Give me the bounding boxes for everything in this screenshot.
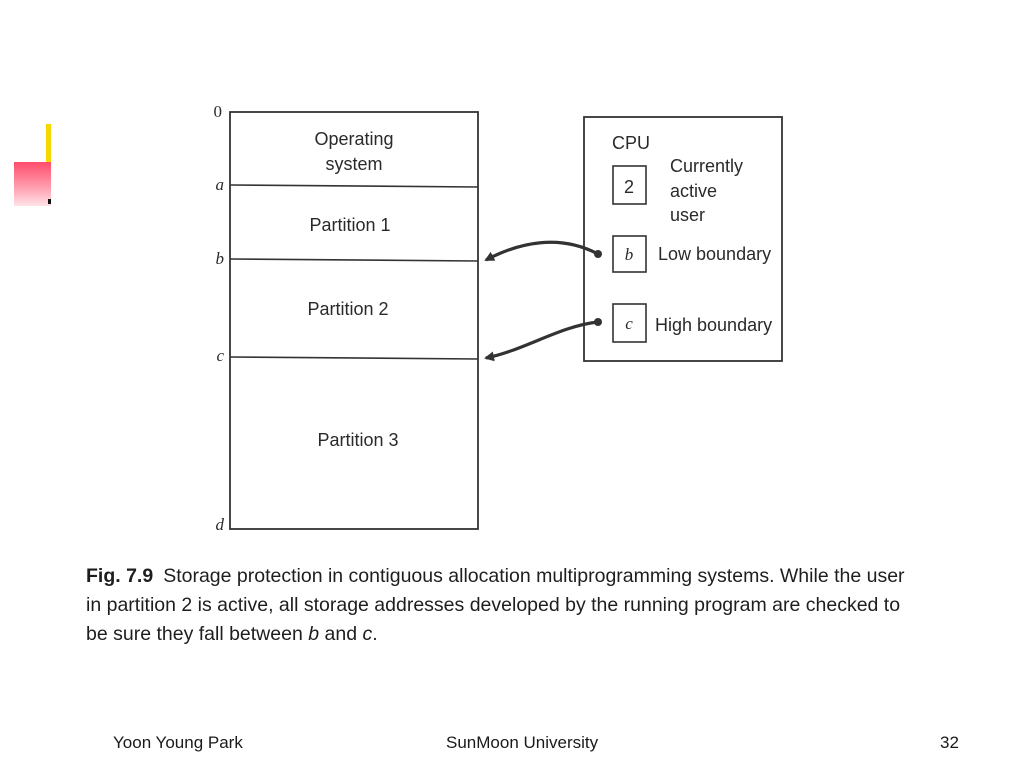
active-user-register bbox=[612, 165, 647, 205]
caption-text: Storage protection in contiguous allocat… bbox=[86, 565, 905, 645]
region-partition-3-label: Partition 3 bbox=[317, 430, 398, 450]
active-user-register-value: 2 bbox=[624, 177, 634, 197]
figure-number: Fig. 7.9 bbox=[86, 565, 154, 587]
boundary-arrows bbox=[484, 240, 602, 362]
cpu-panel: CPU 2 Currently active user b Low bounda… bbox=[583, 116, 783, 362]
active-user-label-line2: active bbox=[670, 181, 717, 201]
region-partition-1-label: Partition 1 bbox=[309, 215, 390, 235]
boundary-line-c bbox=[229, 356, 479, 360]
slide-accent-dot bbox=[48, 199, 51, 204]
low-boundary-register-value: b bbox=[625, 245, 634, 264]
footer-author: Yoon Young Park bbox=[113, 733, 243, 752]
memory-map: Operating system Partition 1 Partition 2… bbox=[214, 102, 479, 534]
high-boundary-label: High boundary bbox=[655, 315, 772, 335]
footer-page-number: 32 bbox=[940, 733, 959, 752]
high-boundary-register bbox=[612, 303, 647, 343]
region-os-label-line2: system bbox=[325, 154, 382, 174]
address-label-a: a bbox=[216, 175, 225, 194]
slide-accent-bar-yellow bbox=[46, 124, 51, 190]
active-user-label-line1: Currently bbox=[670, 156, 743, 176]
high-boundary-arrow bbox=[484, 320, 599, 362]
slide-accent-block-red bbox=[14, 162, 51, 206]
active-user-label-line3: user bbox=[670, 205, 705, 225]
address-label-b: b bbox=[216, 249, 225, 268]
memory-outline bbox=[229, 111, 479, 530]
address-label-d: d bbox=[216, 515, 225, 534]
address-label-0: 0 bbox=[214, 102, 223, 121]
region-partition-2-label: Partition 2 bbox=[307, 299, 388, 319]
cpu-outline bbox=[583, 116, 783, 362]
high-boundary-register-value: c bbox=[625, 314, 633, 333]
low-boundary-arrow bbox=[484, 240, 599, 262]
boundary-line-a bbox=[229, 184, 479, 188]
address-label-c: c bbox=[216, 346, 224, 365]
caption-text-and: and bbox=[319, 623, 363, 645]
low-boundary-label: Low boundary bbox=[658, 244, 771, 264]
caption-var-b: b bbox=[308, 623, 320, 645]
region-os-label-line1: Operating bbox=[314, 129, 393, 149]
caption-var-c: c bbox=[362, 623, 373, 645]
boundary-line-b bbox=[229, 258, 479, 262]
cpu-title: CPU bbox=[612, 133, 650, 153]
footer-university: SunMoon University bbox=[446, 733, 599, 752]
low-boundary-register bbox=[612, 235, 647, 273]
caption-text-end: . bbox=[372, 623, 378, 645]
